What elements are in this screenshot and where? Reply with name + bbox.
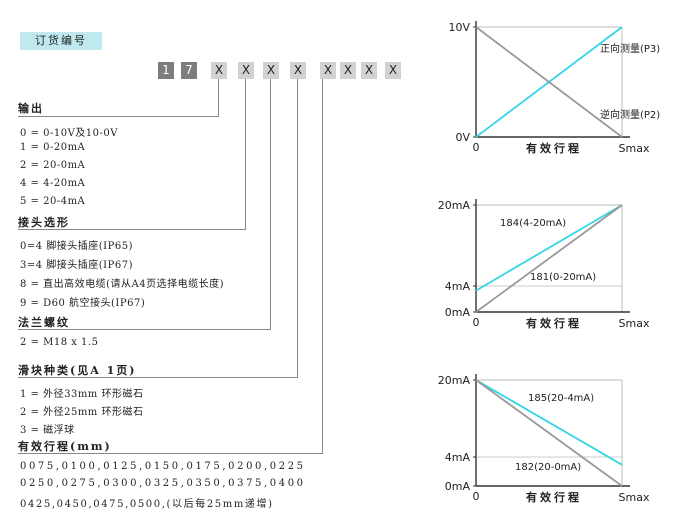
code-box-stroke: X — [385, 62, 401, 79]
y-tick-label: 4mA — [445, 280, 471, 293]
code-box-connector: X — [238, 62, 254, 79]
code-box-flange: X — [263, 62, 279, 79]
section-title-stroke: 有效行程(mm) — [18, 440, 112, 453]
output-option: 4 = 4-20mA — [20, 178, 86, 189]
connector-line — [218, 79, 219, 117]
series-line — [475, 379, 623, 466]
x-tick-label: Smax — [619, 142, 650, 155]
order-number-label: 订货编号 — [20, 32, 102, 50]
section-title-output: 输出 — [18, 102, 44, 115]
x-tick-label: 0 — [473, 316, 480, 329]
series-line — [475, 204, 623, 292]
x-tick-label: Smax — [619, 317, 650, 330]
connector-line — [18, 116, 219, 117]
series-label: 182(20-0mA) — [515, 462, 581, 473]
connector-line — [245, 79, 246, 230]
code-box: 7 — [181, 62, 197, 79]
output-option: 2 = 20-0mA — [20, 160, 86, 171]
series-line — [475, 379, 623, 487]
x-tick-label: 0 — [473, 141, 480, 154]
output-option: 1 = 0-20mA — [20, 142, 86, 153]
y-tick-label: 10V — [448, 21, 470, 34]
connector-line — [18, 229, 246, 230]
y-tick-label: 4mA — [445, 451, 471, 464]
section-title-slider: 滑块种类(见A 1页) — [18, 364, 137, 377]
slider-option: 1 = 外径33mm 环形磁石 — [20, 389, 144, 400]
series-line — [475, 204, 623, 313]
x-tick-label: 0 — [473, 490, 480, 503]
stroke-values: 0250,0275,0300,0325,0350,0375,0400 — [20, 478, 306, 489]
x-tick-label: Smax — [619, 491, 650, 504]
y-tick-label: 20mA — [438, 199, 471, 212]
slider-option: 3 = 磁浮球 — [20, 425, 75, 436]
connector-line — [18, 377, 298, 378]
code-box-stroke: X — [361, 62, 377, 79]
y-tick-label: 0V — [455, 131, 470, 144]
x-axis-label: 有效行程 — [526, 316, 582, 330]
connector-line — [18, 453, 323, 454]
series-label: 181(0-20mA) — [530, 272, 596, 283]
connector-line — [322, 79, 323, 454]
series-label: 185(20-4mA) — [528, 393, 594, 404]
code-box-output: X — [211, 62, 227, 79]
connector-option: 9 = D60 航空接头(IP67) — [20, 298, 146, 309]
series-label: 184(4-20mA) — [500, 218, 566, 229]
connector-option: 0=4 脚接头插座(IP65) — [20, 241, 133, 252]
code-box: 1 — [158, 62, 174, 79]
output-option: 0 = 0-10V及10-0V — [20, 128, 118, 139]
code-box-stroke: X — [320, 62, 336, 79]
flange-option: 2 = M18 x 1.5 — [20, 337, 99, 348]
code-box-slider: X — [290, 62, 306, 79]
connector-line — [297, 79, 298, 378]
series-label: 逆向测量(P2) — [600, 108, 660, 121]
connector-line — [270, 79, 271, 330]
x-axis-label: 有效行程 — [526, 141, 582, 155]
section-title-flange: 法兰螺纹 — [18, 316, 70, 329]
x-axis-label: 有效行程 — [526, 490, 582, 504]
series-label: 正向测量(P3) — [600, 42, 660, 55]
code-box-stroke: X — [340, 62, 356, 79]
connector-option: 3=4 脚接头插座(IP67) — [20, 260, 133, 271]
connector-option: 8 = 直出高效电缆(请从A4页选择电缆长度) — [20, 279, 224, 290]
output-option: 5 = 20-4mA — [20, 196, 86, 207]
y-tick-label: 0mA — [445, 480, 471, 493]
stroke-values: 0075,0100,0125,0150,0175,0200,0225 — [20, 461, 306, 472]
slider-option: 2 = 外径25mm 环形磁石 — [20, 407, 144, 418]
y-tick-label: 20mA — [438, 374, 471, 387]
connector-line — [18, 329, 271, 330]
series-line — [475, 26, 623, 138]
section-title-connector: 接头选形 — [18, 216, 70, 229]
y-tick-label: 0mA — [445, 306, 471, 319]
stroke-values: 0425,0450,0475,0500,(以后每25mm递增) — [20, 499, 274, 510]
